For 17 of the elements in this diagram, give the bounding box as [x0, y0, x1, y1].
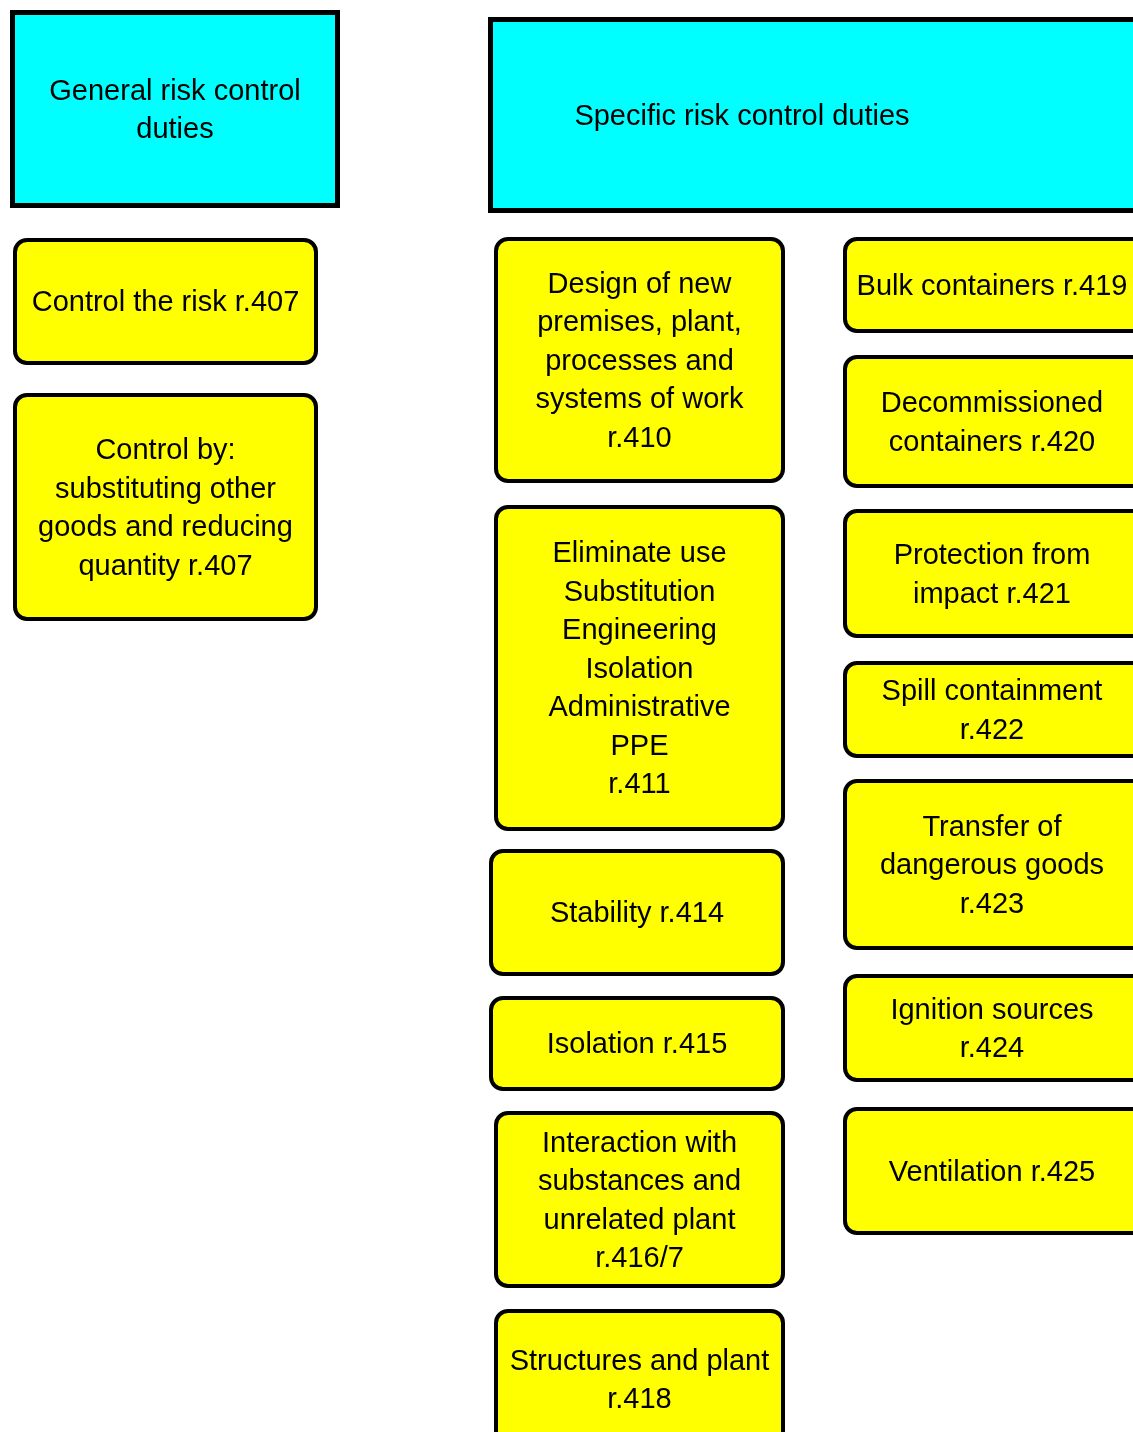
duty-box: Decommissioned containers r.420	[843, 355, 1133, 488]
duty-box: Design of new premises, plant, processes and systems of work r.410	[494, 237, 785, 483]
duty-box: Structures and plant r.418	[494, 1309, 785, 1432]
duty-box: Ventilation r.425	[843, 1107, 1133, 1235]
duty-box: Ignition sources r.424	[843, 974, 1133, 1082]
duty-box: Control by: substituting other goods and reducing quantity r.407	[13, 393, 318, 621]
duty-box: Eliminate use Substitution Engineering Isolation Administrative PPE r.411	[494, 505, 785, 831]
duty-box: Control the risk r.407	[13, 238, 318, 365]
duty-box: Protection from impact r.421	[843, 509, 1133, 638]
duty-box: Spill containment r.422	[843, 661, 1133, 758]
duty-box: Isolation r.415	[489, 996, 785, 1091]
heading-box: General risk control duties	[10, 10, 340, 208]
duty-box: Bulk containers r.419	[843, 237, 1133, 333]
heading-box: Specific risk control duties	[488, 17, 1133, 213]
duty-box: Transfer of dangerous goods r.423	[843, 779, 1133, 950]
duty-box: Stability r.414	[489, 849, 785, 976]
duty-box: Interaction with substances and unrelated plant r.416/7	[494, 1111, 785, 1288]
